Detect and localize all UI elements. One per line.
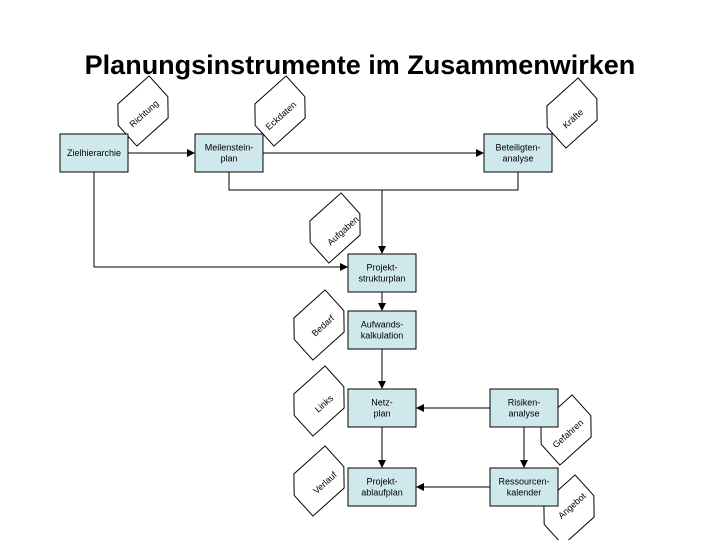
box-ressourcenkalender: Ressourcen-kalender (489, 467, 559, 507)
tag-shape (293, 289, 345, 361)
box-label: kalender (507, 488, 542, 498)
box-rect (347, 388, 417, 428)
box-rect (483, 133, 553, 173)
tag-kraefte: Kräfte (546, 77, 598, 149)
tag-richtung: Richtung (117, 75, 169, 147)
box-label: Zielhierarchie (67, 148, 121, 158)
tag-shape (293, 365, 345, 437)
arrow-ziel-to-strukturplan (93, 172, 348, 271)
box-projektablaufplan: Projekt-ablaufplan (347, 467, 417, 507)
box-label: analyse (502, 154, 533, 164)
box-rect (194, 133, 264, 173)
box-rect (59, 133, 129, 173)
connector-meilenstein-beteiligten (228, 172, 519, 191)
box-label: Projekt- (366, 477, 397, 487)
tag-bedarf: Bedarf (293, 289, 345, 361)
box-label: analyse (508, 409, 539, 419)
box-rect (489, 388, 559, 428)
tag-links: Links (293, 365, 345, 437)
box-label: ablaufplan (361, 488, 403, 498)
tag-shape (546, 77, 598, 149)
box-label: Risiken- (508, 398, 541, 408)
box-label: plan (220, 154, 237, 164)
box-meilensteinplan: Meilenstein-plan (194, 133, 264, 173)
box-label: Meilenstein- (205, 143, 254, 153)
box-beteiligtenanalyse: Beteiligten-analyse (483, 133, 553, 173)
box-netzplan: Netz-plan (347, 388, 417, 428)
box-rect (347, 253, 417, 293)
box-label: Ressourcen- (498, 477, 549, 487)
box-label: plan (373, 409, 390, 419)
box-label: strukturplan (358, 274, 405, 284)
tag-eckdaten: Eckdaten (254, 75, 306, 147)
box-rect (489, 467, 559, 507)
box-rect (347, 310, 417, 350)
tag-verlauf: Verlauf (293, 445, 345, 517)
box-rect (347, 467, 417, 507)
tag-shape (117, 75, 169, 147)
box-label: Projekt- (366, 263, 397, 273)
tag-shape (293, 445, 345, 517)
box-label: Netz- (371, 398, 393, 408)
box-label: kalkulation (361, 331, 404, 341)
box-zielhierarchie: Zielhierarchie (59, 133, 129, 173)
box-label: Aufwands- (361, 320, 404, 330)
tag-aufgaben: Aufgaben (309, 192, 361, 264)
tag-shape (309, 192, 361, 264)
box-aufwandskalkulation: Aufwands-kalkulation (347, 310, 417, 350)
page-title: Planungsinstrumente im Zusammenwirken (84, 50, 636, 80)
tag-shape (254, 75, 306, 147)
box-label: Beteiligten- (495, 143, 540, 153)
box-projektstrukturplan: Projekt-strukturplan (347, 253, 417, 293)
box-risikenanalyse: Risiken-analyse (489, 388, 559, 428)
